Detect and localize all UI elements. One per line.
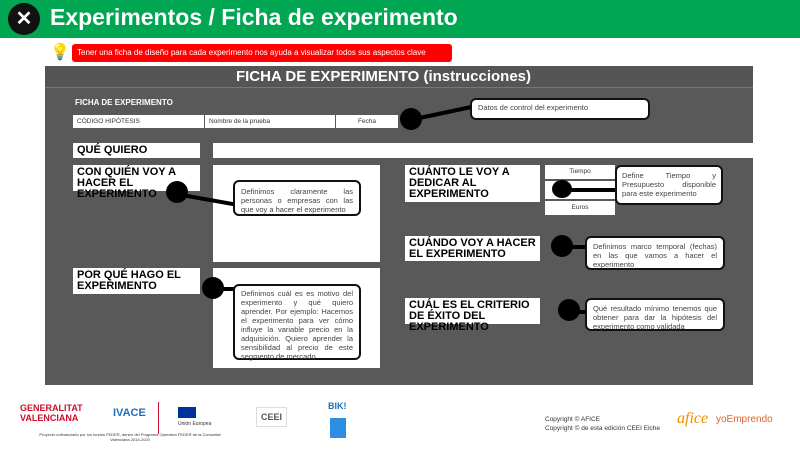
bik-cube-icon: [330, 418, 346, 438]
callout-criterio: Qué resultado mínimo tenemos que obtener…: [585, 298, 725, 331]
bik-logo: BIK!: [328, 401, 347, 411]
pointer-dot: [202, 277, 224, 299]
callout-control: Datos de control del experimento: [470, 98, 650, 120]
funding-note: Proyecto cofinanciado por los fondos FED…: [39, 432, 221, 442]
fecha-field[interactable]: Fecha: [336, 115, 398, 128]
copyright-ceei: Copyright © de esta edición CEEI Elche: [545, 425, 660, 432]
callout-cuando: Definimos marco temporal (fechas) en las…: [585, 236, 725, 270]
por-que-label: POR QUÉ HAGO EL EXPERIMENTO: [73, 268, 200, 294]
ivace-logo: IVACE: [113, 407, 146, 419]
codigo-hipotesis-field[interactable]: CÓDIGO HIPÓTESIS: [73, 115, 204, 128]
connector-line: [213, 287, 235, 291]
que-quiero-label: QUÉ QUIERO: [73, 143, 200, 158]
header-bar: [0, 0, 800, 38]
lightbulb-icon: 💡: [50, 44, 70, 61]
afice-logo: afice: [677, 410, 709, 427]
que-quiero-field[interactable]: [213, 143, 753, 158]
euros-field[interactable]: Euros: [545, 201, 615, 215]
callout-por-que: Definimos cuál es es motivo del experime…: [233, 284, 361, 361]
panel-title: FICHA DE EXPERIMENTO (instrucciones): [45, 66, 753, 88]
pointer-dot: [551, 235, 573, 257]
eu-flag-icon: [178, 407, 196, 418]
cuanto-label: CUÁNTO LE VOY A DEDICAR AL EXPERIMENTO: [405, 165, 540, 202]
callout-cuanto: Define Tiempo y Presupuesto disponible p…: [615, 165, 723, 205]
tools-icon: ✕: [8, 3, 40, 35]
pointer-dot: [166, 181, 188, 203]
pointer-dot: [400, 108, 422, 130]
tiempo-field[interactable]: Tiempo: [545, 165, 615, 179]
nombre-prueba-field[interactable]: Nombre de la prueba: [205, 115, 335, 128]
ceei-logo: CEEI: [256, 407, 288, 427]
page-title: Experimentos / Ficha de experimento: [50, 4, 458, 30]
cuando-label: CUÁNDO VOY A HACER EL EXPERIMENTO: [405, 236, 540, 261]
pointer-dot: [552, 180, 572, 198]
generalitat-logo: GENERALITAT VALENCIANA: [20, 403, 83, 423]
connector-line: [563, 188, 617, 192]
connector-line: [562, 245, 588, 249]
form-heading: FICHA DE EXPERIMENTO: [75, 98, 173, 107]
yoemprendo-logo: yoEmprendo: [716, 414, 773, 425]
tip-banner: Tener una ficha de diseño para cada expe…: [72, 44, 452, 62]
criterio-label: CUÁL ES EL CRITERIO DE ÉXITO DEL EXPERIM…: [405, 298, 540, 333]
copyright-afice: Copyright © AFICE: [545, 416, 601, 423]
pointer-dot: [558, 299, 580, 321]
eu-logo-text: Unión Europea: [178, 421, 212, 427]
divider: [158, 402, 159, 434]
callout-con-quien: Definimos claramente las personas o empr…: [233, 180, 361, 216]
